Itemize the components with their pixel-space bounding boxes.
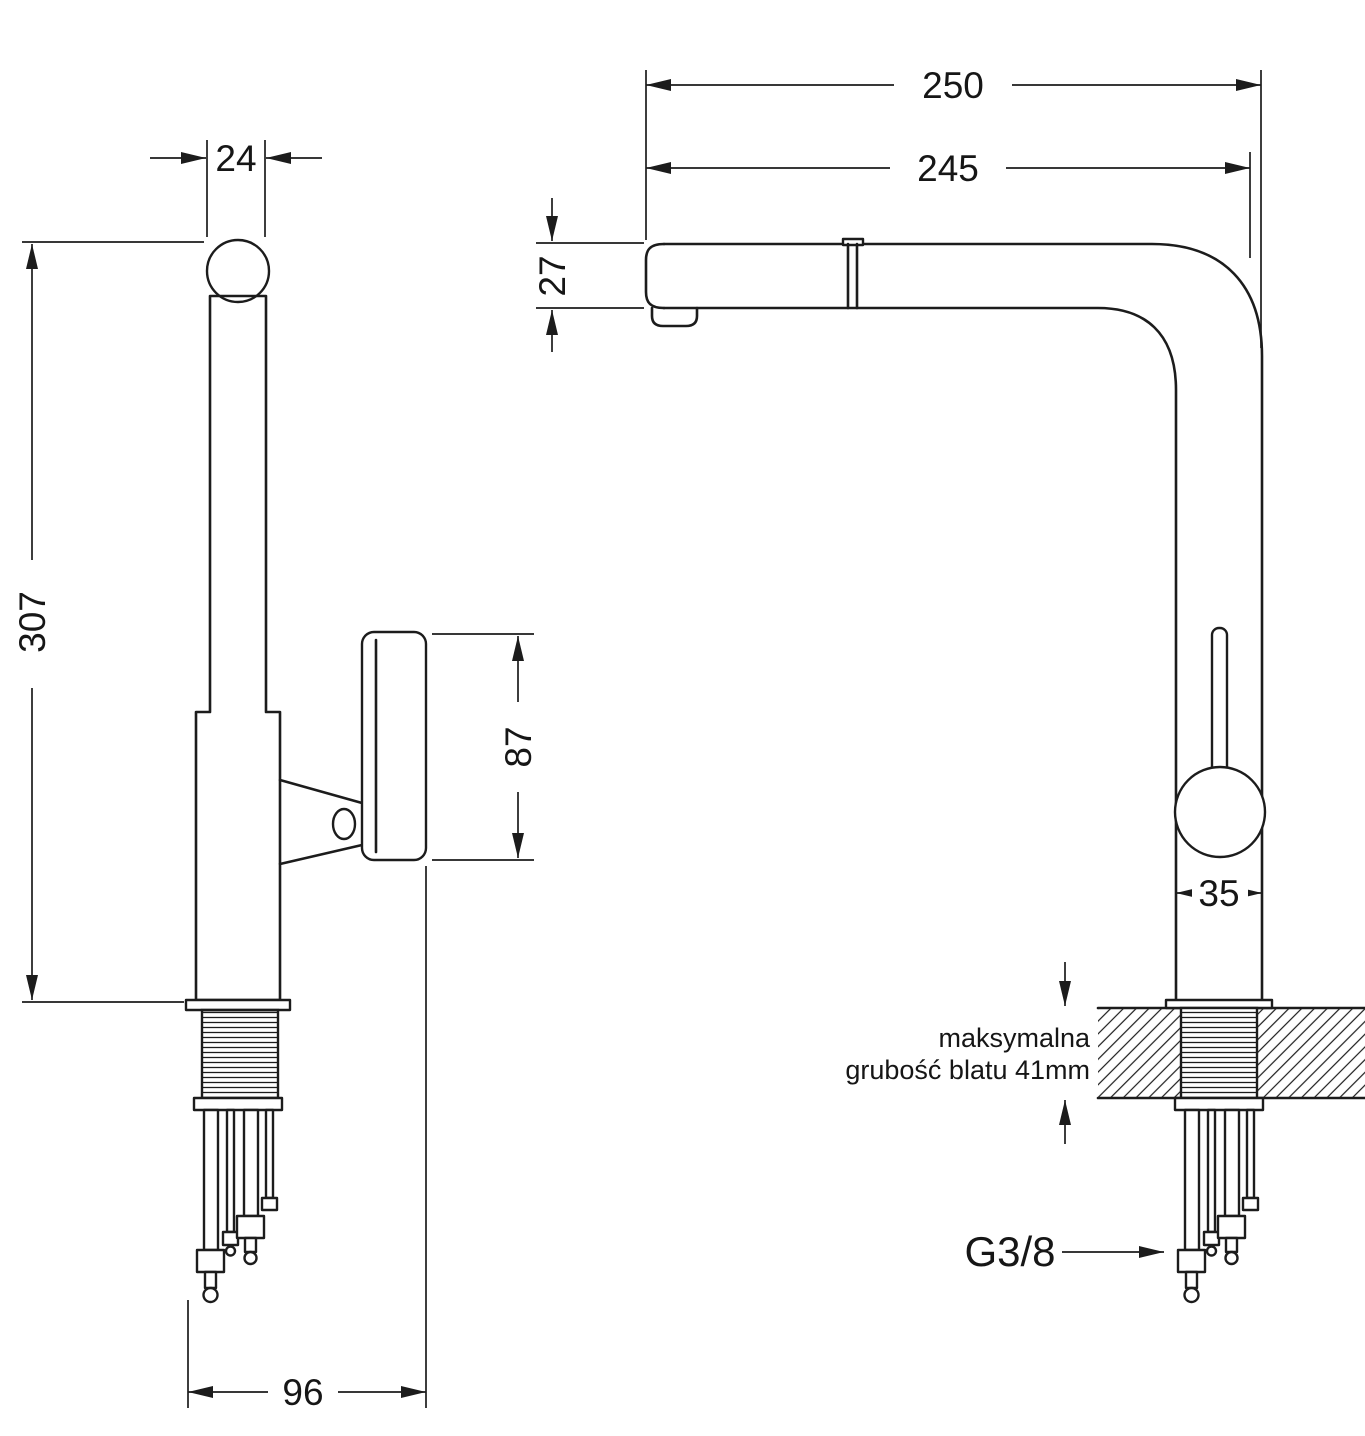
- handle-joint-top: [278, 778, 364, 805]
- spray-head-catch: [841, 237, 865, 247]
- dim-307: 307: [12, 244, 53, 1000]
- lever-handle-front: [1210, 626, 1229, 778]
- dim-96-label: 96: [282, 1372, 323, 1413]
- handle-joint-bottom: [278, 843, 364, 866]
- dim-27-label: 27: [532, 255, 573, 296]
- counter-note-line2: grubość blatu 41mm: [845, 1055, 1090, 1085]
- mixer-ball-body: [1173, 765, 1267, 859]
- dim-96: 96: [188, 1370, 426, 1413]
- dim-250-label: 250: [922, 65, 984, 106]
- threaded-shank-side: [200, 1008, 280, 1100]
- threaded-shank-front: [1179, 1006, 1259, 1100]
- dim-24: 24: [150, 138, 322, 179]
- dim-250: 250: [646, 63, 1261, 106]
- dim-245: 245: [646, 146, 1250, 189]
- mounting-hardware-side: [192, 1096, 284, 1304]
- thread-size-label: G3/8: [964, 1228, 1055, 1275]
- counter-note-line1: maksymalna: [938, 1023, 1091, 1053]
- counter-thickness-callout: maksymalna grubość blatu 41mm: [845, 962, 1091, 1144]
- front-view: [644, 237, 1365, 1304]
- dim-307-label: 307: [12, 591, 53, 653]
- side-view: [184, 238, 428, 1304]
- handle-pivot: [331, 807, 357, 841]
- base-flange-side: [184, 998, 292, 1012]
- faucet-body-side: [194, 294, 282, 1002]
- dimensions: 24 307 87 96 250 245: [12, 63, 1262, 1413]
- spout-cap: [205, 238, 271, 304]
- dim-24-label: 24: [215, 138, 256, 179]
- dim-245-label: 245: [917, 148, 979, 189]
- mounting-hardware-front: [1173, 1096, 1265, 1304]
- dim-27: 27: [532, 198, 573, 352]
- spout-tip-cap: [644, 242, 666, 310]
- base-flange-front: [1164, 998, 1274, 1010]
- thread-size-callout: G3/8: [964, 1228, 1164, 1275]
- dim-87-label: 87: [498, 726, 539, 767]
- dim-35-label: 35: [1198, 873, 1239, 914]
- dim-35: 35: [1176, 871, 1262, 914]
- spout-inner-profile: [662, 306, 1178, 1002]
- lever-paddle-side: [360, 630, 428, 862]
- dim-87: 87: [498, 636, 539, 858]
- aerator: [650, 306, 699, 328]
